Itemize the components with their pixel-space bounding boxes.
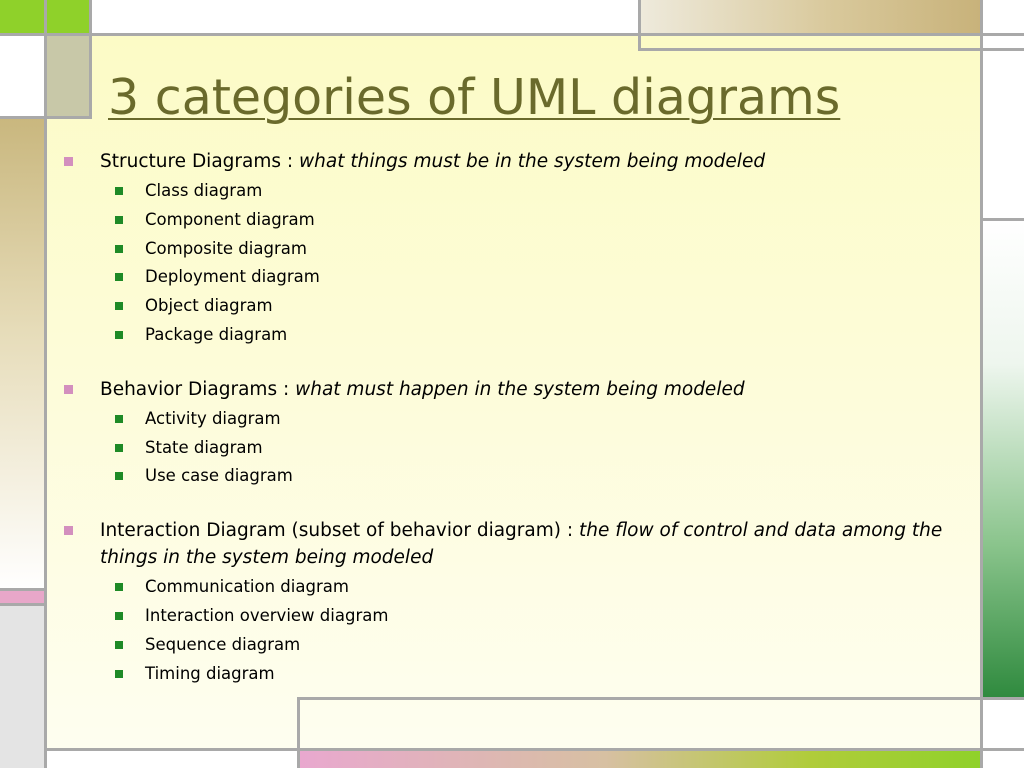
sub-bullet-item: Interaction overview diagram — [62, 602, 962, 631]
sub-bullet-list: Communication diagram Interaction overvi… — [62, 573, 962, 688]
green-square-bullet-icon — [115, 414, 123, 423]
grid-line — [44, 748, 1024, 751]
sub-bullet-list: Activity diagram State diagram Use case … — [62, 405, 962, 491]
section-heading: Interaction Diagram (subset of behavior … — [100, 520, 561, 542]
grid-line — [0, 588, 46, 591]
bullet-list: Structure Diagrams : what things must be… — [62, 148, 962, 688]
sub-bullet-item: Activity diagram — [62, 405, 962, 434]
decor-tan-block-top — [640, 0, 982, 34]
green-square-bullet-icon — [115, 611, 123, 620]
section-behavior-diagrams: Behavior Diagrams : what must happen in … — [62, 376, 962, 491]
decor-tan-block-left — [0, 118, 46, 590]
pink-square-bullet-icon — [64, 384, 73, 394]
section-separator: : — [281, 151, 300, 172]
sub-bullet-item: Object diagram — [62, 292, 962, 321]
grid-line — [89, 0, 92, 118]
green-square-bullet-icon — [115, 669, 123, 678]
green-square-bullet-icon — [115, 330, 123, 339]
decor-grey-block-left — [0, 604, 46, 768]
sub-bullet-list: Class diagram Component diagram Composit… — [62, 177, 962, 350]
green-square-bullet-icon — [115, 187, 123, 195]
section-description: what must happen in the system being mod… — [295, 378, 745, 400]
section-description: what things must be in the system being … — [299, 151, 766, 172]
grid-line — [0, 116, 92, 119]
green-square-bullet-icon — [115, 273, 123, 282]
item-label: Use case diagram — [145, 466, 293, 486]
decor-green-block-right — [982, 220, 1024, 698]
grid-line — [297, 698, 300, 768]
grid-line — [0, 603, 46, 606]
grid-line — [638, 0, 641, 50]
bullet-item: Interaction Diagram (subset of behavior … — [62, 517, 962, 571]
grid-line — [980, 0, 983, 768]
sub-bullet-item: Timing diagram — [62, 660, 962, 689]
pink-square-bullet-icon — [64, 526, 73, 536]
item-label: Component diagram — [145, 209, 315, 229]
item-label: Object diagram — [145, 296, 273, 316]
item-label: Class diagram — [145, 181, 263, 200]
green-square-bullet-icon — [115, 640, 123, 649]
sub-bullet-item: Package diagram — [62, 321, 962, 350]
green-square-bullet-icon — [115, 472, 123, 481]
pink-square-bullet-icon — [64, 157, 73, 166]
grid-line — [44, 0, 47, 768]
grid-line — [638, 48, 1024, 51]
sub-bullet-item: Use case diagram — [62, 462, 962, 491]
sub-bullet-item: State diagram — [62, 434, 962, 463]
item-label: Deployment diagram — [145, 267, 320, 287]
slide-title: 3 categories of UML diagrams — [108, 69, 841, 126]
section-structure-diagrams: Structure Diagrams : what things must be… — [62, 148, 962, 350]
sub-bullet-item: Component diagram — [62, 206, 962, 235]
green-square-bullet-icon — [115, 443, 123, 452]
grid-line — [980, 218, 1024, 221]
item-label: Communication diagram — [145, 577, 349, 597]
bullet-item: Structure Diagrams : what things must be… — [62, 148, 962, 175]
grid-line — [297, 697, 1024, 700]
green-square-bullet-icon — [115, 215, 123, 224]
sub-bullet-item: Sequence diagram — [62, 631, 962, 660]
green-square-bullet-icon — [115, 583, 123, 592]
bullet-item: Behavior Diagrams : what must happen in … — [62, 376, 962, 403]
item-label: Composite diagram — [145, 238, 307, 258]
section-separator: : — [277, 378, 296, 400]
content-panel — [46, 36, 982, 750]
section-heading: Behavior Diagrams — [100, 378, 278, 400]
sub-bullet-item: Class diagram — [62, 177, 962, 206]
sub-bullet-item: Deployment diagram — [62, 263, 962, 292]
item-label: Sequence diagram — [145, 634, 301, 654]
item-label: State diagram — [145, 437, 263, 457]
decor-sage-block — [46, 36, 90, 116]
item-label: Interaction overview diagram — [145, 605, 389, 625]
section-description: the flow of control and data among the t… — [100, 520, 943, 569]
section-interaction-diagram: Interaction Diagram (subset of behavior … — [62, 517, 962, 688]
item-label: Package diagram — [145, 324, 288, 344]
sub-bullet-item: Communication diagram — [62, 573, 962, 602]
item-label: Timing diagram — [145, 663, 275, 683]
item-label: Activity diagram — [145, 408, 281, 428]
sub-bullet-item: Composite diagram — [62, 235, 962, 264]
grid-line — [0, 33, 1024, 36]
green-square-bullet-icon — [115, 302, 123, 311]
decor-gradient-block-bottom — [298, 750, 982, 768]
section-separator: : — [560, 520, 579, 542]
section-heading: Structure Diagrams — [100, 151, 282, 172]
green-square-bullet-icon — [115, 244, 123, 253]
decor-pink-block-left — [0, 590, 46, 604]
